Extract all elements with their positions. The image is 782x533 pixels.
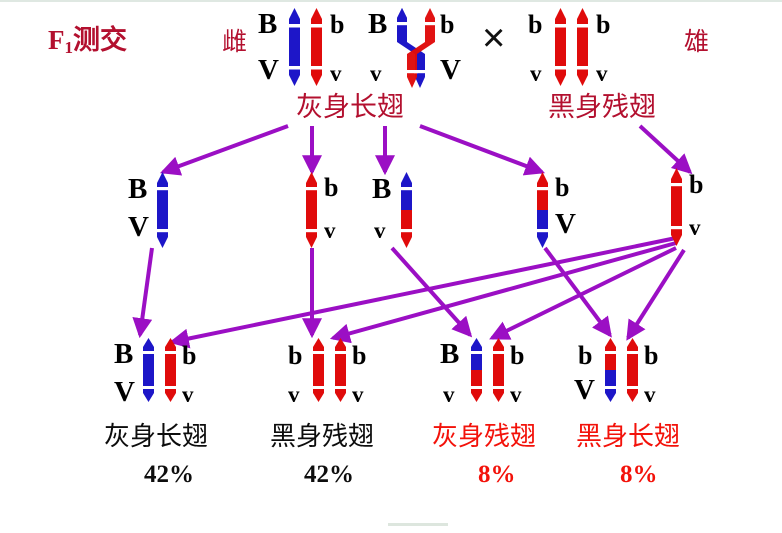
bottom-divider-line [388,523,448,526]
offspring4-chromosome-left [602,338,619,402]
gamete4-allele-top: b [555,173,570,202]
offspring2-allele-right-top: b [352,341,367,370]
gamete1-allele-top: B [128,173,148,205]
male-allele-v-left: v [530,61,542,86]
arrow-gamete5-to-offspring4 [626,248,686,341]
top-divider-line [0,0,782,2]
offspring3-phenotype-label: 灰身残翅 [432,422,537,451]
offspring3-percent-label: 8% [478,461,516,488]
arrow-gamete3-to-offspring3 [390,246,473,338]
female-pair1-chromosome-right [308,8,325,86]
offspring1-chromosome-right [162,338,179,402]
gamete5-allele-bottom: v [689,215,701,240]
gamete5-chromosome [668,168,685,246]
offspring1-percent-label: 42% [144,461,194,488]
male-allele-b-right: b [596,10,611,39]
female-pair1-chromosome-left [286,8,303,86]
gamete3-chromosome [398,172,415,248]
cross-symbol: × [482,16,506,60]
offspring2-phenotype-label: 黑身残翅 [270,422,375,451]
male-symbol-label: 雄 [684,28,710,56]
offspring3-chromosome-left [468,338,485,402]
offspring4-allele-left-bottom: V [574,374,595,406]
male-chromosome-left [552,8,569,86]
female-pair1-allele-B: B [258,8,278,40]
offspring2-allele-left-bottom: v [288,382,300,407]
male-chromosome-right [574,8,591,86]
offspring1-allele-left-bottom: V [114,376,135,408]
arrow-female-to-gamete1 [159,124,289,176]
offspring4-allele-left-top: b [578,341,593,370]
gamete3-allele-bottom: v [374,218,386,243]
arrow-gamete5-to-offspring1 [168,236,677,349]
female-pair1-allele-V: V [258,54,279,86]
offspring4-allele-right-top: b [644,341,659,370]
female-pair1-allele-v: v [330,61,342,86]
gamete2-chromosome [303,172,320,248]
gamete2-allele-bottom: v [324,218,336,243]
offspring2-percent-label: 42% [304,461,354,488]
gamete4-chromosome [534,172,551,248]
offspring3-allele-right-top: b [510,341,525,370]
offspring1-allele-right-bottom: v [182,382,194,407]
gamete4-allele-bottom: V [555,208,576,240]
female-symbol-label: 雌 [222,28,248,56]
male-allele-b-left: b [528,10,543,39]
female-pair2-allele-B: B [368,8,388,40]
female-pair2-allele-v: v [370,61,382,86]
offspring4-percent-label: 8% [620,461,658,488]
offspring2-chromosome-right [332,338,349,402]
offspring1-phenotype-label: 灰身长翅 [104,422,209,451]
female-pair2-allele-b: b [440,10,455,39]
offspring3-allele-left-top: B [440,338,460,370]
arrow-male-to-gamete5 [638,124,693,175]
arrow-gamete1-to-offspring1 [132,247,154,339]
female-pair2-allele-V: V [440,54,461,86]
offspring4-phenotype-label: 黑身长翅 [576,422,681,451]
page-title: F1测交 [48,25,127,57]
gamete3-allele-top: B [372,173,392,205]
offspring2-allele-right-bottom: v [352,382,364,407]
female-phenotype-label: 灰身长翅 [296,92,404,122]
gamete5-allele-top: b [689,170,704,199]
female-pair2-crossover-chromosomes [392,8,440,88]
offspring2-allele-left-top: b [288,341,303,370]
gamete1-allele-bottom: V [128,211,149,243]
gamete2-allele-top: b [324,173,339,202]
offspring3-allele-left-bottom: v [443,382,455,407]
offspring3-chromosome-right [490,338,507,402]
male-phenotype-label: 黑身残翅 [548,92,656,122]
offspring4-chromosome-right [624,338,641,402]
arrow-gamete5-to-offspring2 [329,241,677,344]
offspring1-allele-left-top: B [114,338,134,370]
offspring2-chromosome-left [310,338,327,402]
offspring3-allele-right-bottom: v [510,382,522,407]
offspring4-allele-right-bottom: v [644,382,656,407]
female-pair1-allele-b: b [330,10,345,39]
arrow-female-to-gamete4 [419,124,545,176]
offspring1-allele-right-top: b [182,341,197,370]
arrow-gamete5-to-offspring3 [489,246,677,340]
male-allele-v-right: v [596,61,608,86]
offspring1-chromosome-left [140,338,157,402]
gamete1-chromosome [154,172,171,248]
